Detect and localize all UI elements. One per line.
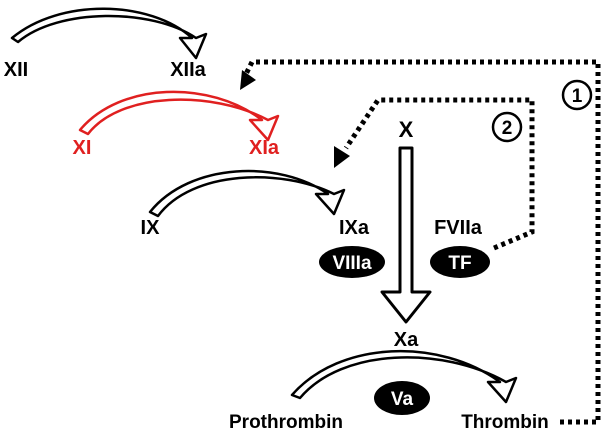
arrow-prothrombin-to-thrombin	[290, 350, 518, 404]
loop1-number: 1	[572, 86, 583, 107]
cofactor-va: Va	[374, 381, 430, 415]
factor-xia-label: XIa	[249, 137, 280, 159]
factor-ix-label: IX	[141, 217, 161, 239]
feedback-loop-1	[240, 59, 601, 425]
factor-xiia-label: XIIa	[170, 59, 206, 81]
loop2-badge: 2	[491, 111, 523, 143]
arrow-ix-to-ixa	[148, 169, 346, 218]
arrow-xi-to-xia	[78, 90, 280, 142]
cofactor-tf-label: TF	[448, 253, 471, 274]
loop2-number: 2	[502, 118, 513, 139]
arrow-xii-to-xiia	[10, 7, 208, 60]
factor-prothrombin-label: Prothrombin	[229, 412, 343, 433]
factor-xi-label: XI	[73, 137, 92, 159]
cofactor-viiia-label: VIIIa	[332, 253, 372, 274]
factor-xii-label: XII	[4, 59, 28, 81]
cofactor-viiia: VIIIa	[319, 246, 385, 278]
factor-ixa-label: IXa	[339, 217, 370, 239]
factor-fviia-label: FVIIa	[434, 217, 483, 239]
factor-xa-label: Xa	[394, 329, 419, 351]
loop1-badge: 1	[561, 79, 593, 111]
feedback-loop-2	[334, 97, 535, 251]
cofactor-va-label: Va	[391, 389, 414, 410]
cofactor-tf: TF	[430, 246, 490, 278]
factor-thrombin-label: Thrombin	[461, 412, 549, 433]
arrow-x-to-xa	[380, 146, 432, 324]
factor-x-label: X	[399, 117, 414, 142]
